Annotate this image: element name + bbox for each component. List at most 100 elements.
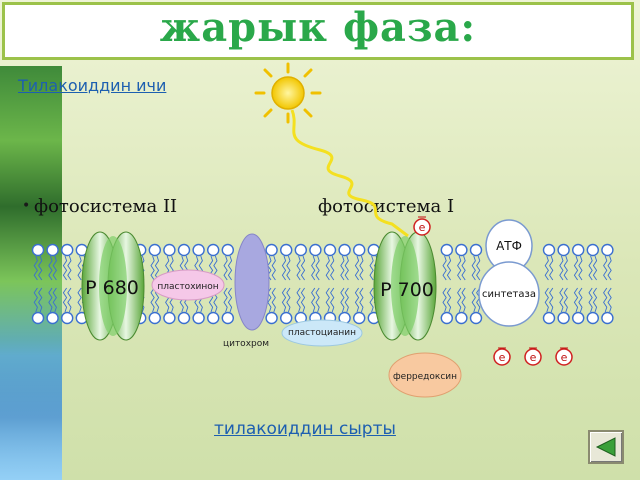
lipid-tail — [62, 287, 68, 313]
cytochrome-label: цитохром — [223, 339, 269, 349]
electron-label: e — [499, 351, 506, 364]
lipid-tail — [340, 255, 345, 281]
lipid-head — [148, 243, 162, 257]
lipid-tail — [603, 287, 608, 313]
cytochrome[interactable] — [234, 233, 270, 331]
lipid-head — [60, 243, 74, 257]
lipid-head — [265, 243, 278, 257]
lipid-tail — [271, 255, 276, 281]
lipid-head — [353, 243, 366, 257]
lipid-tail — [588, 287, 593, 313]
lipid-tail — [461, 255, 466, 281]
lipid-tail — [603, 255, 608, 281]
p680-complex[interactable] — [81, 231, 145, 341]
synthase-label: синтетаза — [482, 289, 536, 300]
plastocyanin-label: пластоцианин — [288, 328, 356, 338]
lipid-tail — [271, 287, 276, 313]
lipid-tail — [38, 255, 43, 281]
lipid-head — [46, 311, 59, 325]
lipid-tail — [33, 255, 38, 281]
lipid-tail — [330, 287, 335, 313]
lipid-tail — [369, 287, 374, 313]
lipid-tail — [67, 287, 72, 313]
electron-icon — [524, 347, 542, 366]
lipid-tail — [281, 287, 287, 313]
lipid-tail — [62, 255, 68, 281]
p700-label: P 700 — [380, 279, 434, 301]
lipid-head — [31, 243, 45, 257]
lipid-tail — [592, 255, 598, 281]
lipid-head — [338, 243, 351, 257]
lipid-tail — [607, 287, 612, 313]
thylakoid-outside-label[interactable]: тилакоиддин сырты — [214, 419, 396, 439]
photosystem-1-label: фотосистема I — [318, 196, 455, 217]
lipid-tail — [559, 287, 564, 313]
lipid-tail — [544, 255, 549, 281]
thylakoid-inside-label[interactable]: Тилакоиддин ичи — [18, 76, 167, 95]
lipid-tail — [446, 287, 452, 313]
p700-complex[interactable] — [373, 231, 437, 341]
lipid-tail — [578, 287, 583, 313]
lipid-tail — [52, 255, 57, 281]
lipid-tail — [359, 255, 364, 281]
lipid-tail — [286, 255, 291, 281]
back-arrow-icon — [595, 437, 616, 457]
lipid-head — [557, 311, 570, 325]
lipid-head — [572, 243, 585, 257]
lipid-tail — [344, 255, 349, 281]
light-beam — [290, 109, 409, 238]
lipid-tail — [457, 255, 462, 281]
slide-title: жарык фаза: — [159, 4, 477, 51]
lipid-head — [206, 311, 220, 325]
atp-synthase[interactable] — [478, 219, 540, 327]
leaf-decoration — [0, 66, 62, 480]
back-button[interactable] — [588, 430, 624, 464]
lipid-head — [221, 243, 235, 257]
lipid-head — [280, 311, 293, 325]
lipid-tail — [296, 255, 301, 281]
p680-label: P 680 — [85, 277, 139, 299]
lipid-head — [163, 311, 176, 325]
lipid-head — [455, 243, 468, 257]
plastoquinone[interactable] — [151, 269, 225, 301]
electron-icon — [493, 347, 511, 366]
lipid-head — [221, 311, 235, 325]
lipid-head — [455, 311, 468, 325]
lipid-head — [148, 311, 162, 325]
lipid-head — [469, 243, 483, 257]
lipid-tail — [325, 287, 330, 313]
lipid-tail — [442, 287, 447, 313]
lipid-tail — [315, 255, 320, 281]
plastocyanin[interactable] — [281, 319, 363, 347]
lipid-head — [586, 243, 599, 257]
lipid-tail — [286, 287, 291, 313]
lipid-tail — [563, 255, 568, 281]
lipid-tail — [330, 255, 335, 281]
lipid-head — [206, 243, 220, 257]
sun-icon — [254, 62, 322, 124]
lipid-head — [469, 311, 483, 325]
ferredoxin-label: ферредоксин — [393, 372, 457, 382]
lipid-tail — [471, 255, 476, 281]
lipid-tail — [559, 255, 564, 281]
lipid-tail — [150, 255, 155, 281]
lipid-tail — [48, 255, 53, 281]
lipid-tail — [48, 287, 53, 313]
lipid-tail — [471, 287, 476, 313]
lipid-tail — [315, 287, 320, 313]
lipid-tail — [549, 255, 554, 281]
lipid-head — [601, 311, 614, 325]
lipid-head — [440, 243, 453, 257]
ferredoxin[interactable] — [388, 352, 462, 398]
lipid-tail — [607, 255, 612, 281]
lipid-tail — [544, 287, 549, 313]
lipid-tail — [150, 287, 155, 313]
lipid-tail — [354, 287, 360, 313]
lipid-tail — [154, 255, 160, 281]
photosystem-2-label: фотосистема II — [34, 196, 178, 217]
lipid-tail — [573, 287, 579, 313]
lipid-head — [265, 311, 278, 325]
lipid-head — [601, 243, 614, 257]
lipid-tail — [223, 287, 228, 313]
lipid-head — [542, 243, 556, 257]
